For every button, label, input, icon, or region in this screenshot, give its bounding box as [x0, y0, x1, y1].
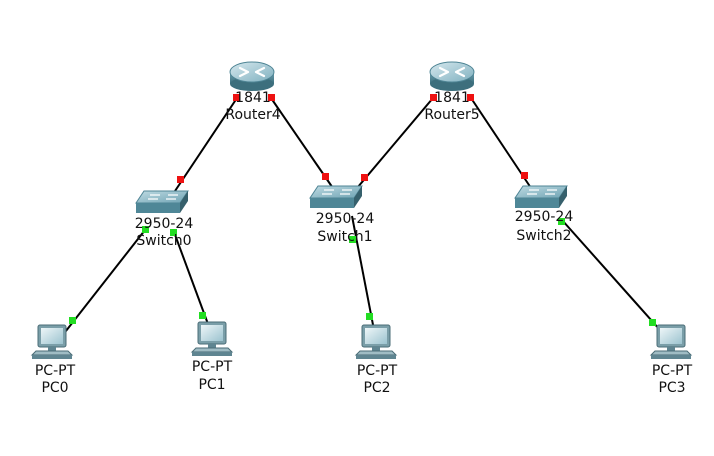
- link-light-down: [361, 174, 368, 181]
- pc3-name-label: PC3: [658, 380, 686, 396]
- pc1-name-label: PC1: [198, 377, 226, 393]
- cable-switch2-pc3[interactable]: [561, 219, 661, 331]
- link-light-down: [177, 176, 184, 183]
- switch2-model-label: 2950-24: [514, 209, 574, 225]
- link-light-up: [69, 317, 76, 324]
- switch-icon[interactable]: [514, 185, 568, 209]
- cable-router5-switch2[interactable]: [470, 97, 536, 195]
- link-light-down: [233, 94, 240, 101]
- link-light-down: [268, 94, 275, 101]
- switch-icon[interactable]: [309, 185, 363, 209]
- link-light-down: [467, 94, 474, 101]
- router5-name-label: Router5: [424, 107, 480, 123]
- pc-icon[interactable]: [355, 324, 397, 360]
- router-icon[interactable]: [228, 60, 276, 93]
- switch-icon[interactable]: [135, 190, 189, 214]
- link-light-up: [558, 218, 565, 225]
- link-light-up: [366, 313, 373, 320]
- link-light-down: [521, 172, 528, 179]
- pc-icon[interactable]: [191, 321, 233, 357]
- link-light-up: [170, 229, 177, 236]
- pc0-name-label: PC0: [41, 380, 69, 396]
- pc1-model-label: PC-PT: [191, 359, 233, 375]
- switch1-name-label: Switch1: [317, 229, 373, 245]
- switch0-model-label: 2950-24: [134, 216, 194, 232]
- router5-model-label: 1841: [434, 90, 470, 106]
- router4-model-label: 1841: [235, 90, 271, 106]
- pc-icon[interactable]: [31, 324, 73, 360]
- link-light-up: [649, 319, 656, 326]
- link-light-up: [142, 226, 149, 233]
- pc0-model-label: PC-PT: [34, 363, 76, 379]
- cable-switch1-pc2[interactable]: [351, 215, 375, 331]
- link-light-up: [199, 312, 206, 319]
- router-icon[interactable]: [428, 60, 476, 93]
- router4-name-label: Router4: [225, 107, 281, 123]
- cables: [61, 97, 661, 337]
- link-lights: [69, 94, 656, 326]
- link-light-down: [322, 173, 329, 180]
- pc2-model-label: PC-PT: [356, 363, 398, 379]
- pc3-model-label: PC-PT: [651, 363, 693, 379]
- switch2-name-label: Switch2: [516, 228, 572, 244]
- switch0-name-label: Switch0: [136, 233, 192, 249]
- pc-icon[interactable]: [650, 324, 692, 360]
- pc2-name-label: PC2: [363, 380, 391, 396]
- cable-switch0-pc1[interactable]: [173, 231, 209, 325]
- link-light-up: [349, 236, 356, 243]
- link-light-down: [430, 94, 437, 101]
- switch1-model-label: 2950-24: [315, 211, 375, 227]
